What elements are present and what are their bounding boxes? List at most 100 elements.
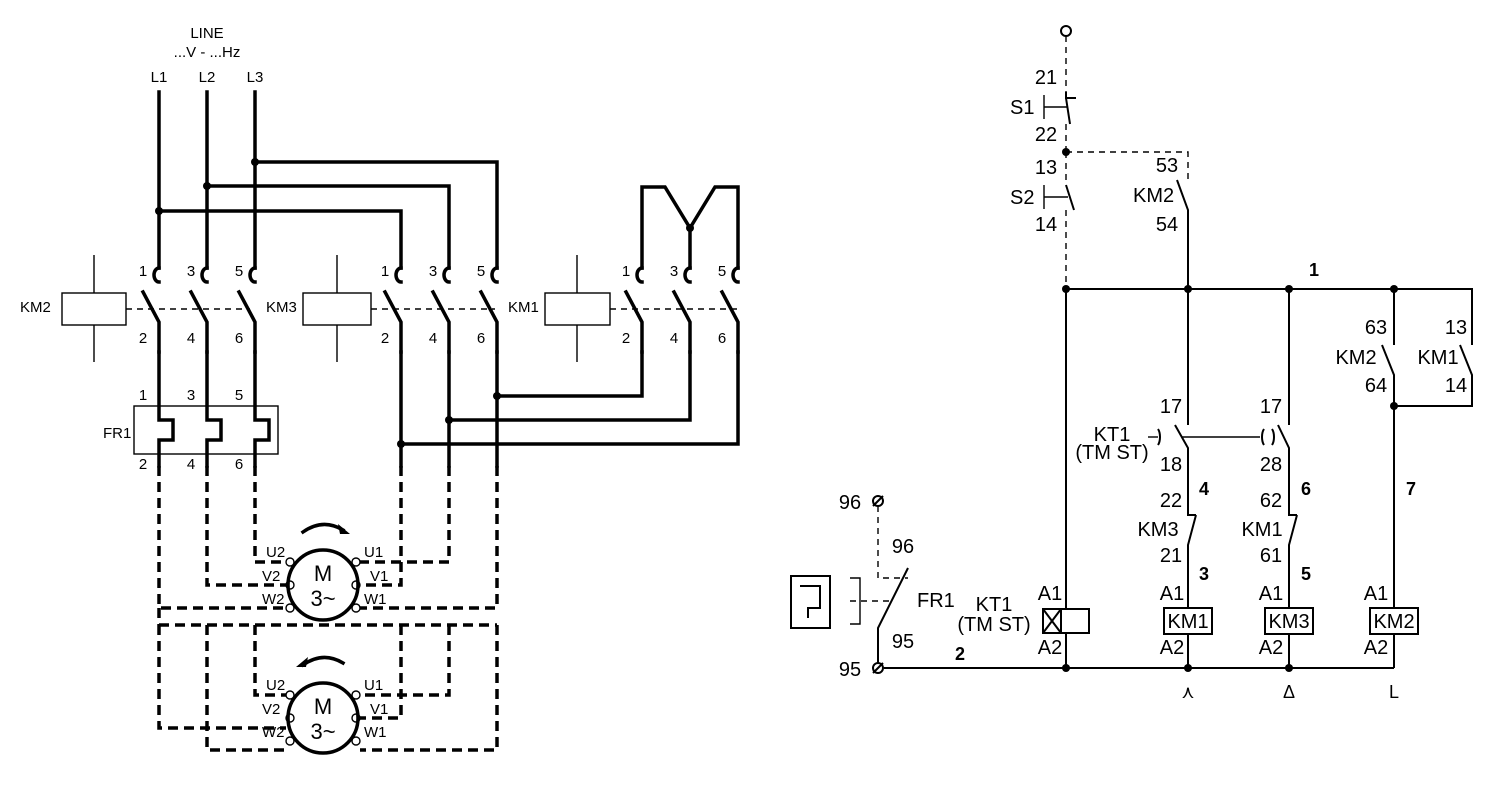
svg-text:5: 5 [718,263,726,280]
motor-2: M 3~ U2 V2 W2 U1 V1 W1 [262,655,388,755]
km1-out-2 [447,350,692,422]
control-circuit: 21 S1 22 13 S2 14 53 KM2 54 1 [790,25,1473,702]
control-supply-terminal [1060,25,1072,37]
km2-hold-label: KM2 [1133,185,1174,207]
svg-text:W1: W1 [364,591,387,608]
svg-text:3: 3 [187,387,195,404]
phase-label-l1: L1 [151,69,168,86]
rotation-arrow-ccw [300,655,346,668]
svg-text:1: 1 [139,263,147,280]
svg-text:17: 17 [1260,396,1282,418]
rotation-arrow-cw [300,522,346,535]
km1-interlock-label: KM1 [1241,519,1282,541]
svg-text:U2: U2 [266,677,285,694]
svg-text:A1: A1 [1259,583,1283,605]
svg-text:6: 6 [477,330,485,347]
svg-text:96: 96 [839,492,861,514]
svg-text:95: 95 [892,631,914,653]
km1-label: KM1 [508,299,539,316]
svg-text:V1: V1 [370,568,388,585]
svg-text:14: 14 [1035,214,1057,236]
svg-text:W2: W2 [262,591,285,608]
svg-text:5: 5 [477,263,485,280]
svg-text:21: 21 [1160,545,1182,567]
svg-text:U1: U1 [364,544,383,561]
svg-text:28: 28 [1260,454,1282,476]
svg-text:1: 1 [139,387,147,404]
svg-text:22: 22 [1035,124,1057,146]
svg-text:21: 21 [1035,67,1057,89]
svg-text:4: 4 [429,330,437,347]
motor-2-symbol: M [314,694,332,719]
svg-text:54: 54 [1156,214,1178,236]
km1-out-3 [399,350,740,446]
bus-node-1 [1066,288,1473,300]
contact-km2-hold: 53 KM2 54 [1066,151,1189,289]
node-label-2: 2 [955,644,965,664]
line-title: LINE [190,25,223,42]
svg-text:14: 14 [1445,375,1467,397]
svg-text:61: 61 [1260,545,1282,567]
power-circuit: LINE ...V - ...Hz L1 L2 L3 KM2 1 3 5 2 4… [20,25,740,755]
node-label-1: 1 [1309,260,1319,280]
svg-text:13: 13 [1445,317,1467,339]
s2-label: S2 [1010,187,1034,209]
svg-text:1: 1 [622,263,630,280]
fr1-label: FR1 [103,425,131,442]
svg-text:62: 62 [1260,490,1282,512]
line-voltage-frequency: ...V - ...Hz [174,44,241,61]
phase-label-l2: L2 [199,69,216,86]
km1-aux-label: KM1 [1417,347,1458,369]
motor-2-phase: 3~ [310,719,335,744]
svg-text:96: 96 [892,536,914,558]
svg-text:1: 1 [381,263,389,280]
mark-line: L [1389,682,1399,702]
svg-text:64: 64 [1365,375,1387,397]
svg-text:A2: A2 [1038,637,1062,659]
svg-text:22: 22 [1160,490,1182,512]
svg-text:A1: A1 [1160,583,1184,605]
node-label-4: 4 [1199,479,1209,499]
svg-text:4: 4 [187,456,195,473]
node-label-3: 3 [1199,564,1209,584]
svg-text:63: 63 [1365,317,1387,339]
svg-text:3: 3 [429,263,437,280]
km2-aux-label: KM2 [1335,347,1376,369]
contactor-km3: KM3 1 3 5 2 4 6 [266,255,499,362]
start-button-s2: 13 S2 14 [1010,152,1075,289]
svg-text:A2: A2 [1364,637,1388,659]
km3-interlock-label: KM3 [1137,519,1178,541]
feed-l3-to-km3 [253,160,499,270]
svg-text:2: 2 [622,330,630,347]
stop-button-s1: 21 S1 22 [1010,67,1076,152]
svg-text:4: 4 [670,330,678,347]
contactor-km2: KM2 1 3 5 2 4 6 [20,255,257,362]
km2-coil-label: KM2 [1373,611,1414,633]
node-label-7: 7 [1406,479,1416,499]
motor-1-phase: 3~ [310,586,335,611]
kt1-coil [1042,608,1090,634]
svg-text:W1: W1 [364,724,387,741]
overload-relay-fr1: FR1 1 3 5 2 4 6 [103,350,279,473]
feed-l1-to-km3 [157,209,403,270]
svg-text:A1: A1 [1038,583,1062,605]
svg-text:53: 53 [1156,155,1178,177]
svg-text:A1: A1 [1364,583,1388,605]
svg-text:3: 3 [670,263,678,280]
kt1-label: KT1 [1094,424,1131,446]
svg-text:6: 6 [235,456,243,473]
node-label-6: 6 [1301,479,1311,499]
node-label-5: 5 [1301,564,1311,584]
svg-text:A2: A2 [1259,637,1283,659]
svg-text:13: 13 [1035,157,1057,179]
feed-l2-to-km3 [205,184,451,270]
svg-text:2: 2 [381,330,389,347]
motor-1-symbol: M [314,561,332,586]
svg-text:6: 6 [718,330,726,347]
mark-delta: Δ [1283,682,1295,702]
kt1-coil-label: KT1 [976,594,1013,616]
svg-text:U1: U1 [364,677,383,694]
kt1-sub: (TM ST) [1075,442,1148,464]
svg-text:A2: A2 [1160,637,1184,659]
